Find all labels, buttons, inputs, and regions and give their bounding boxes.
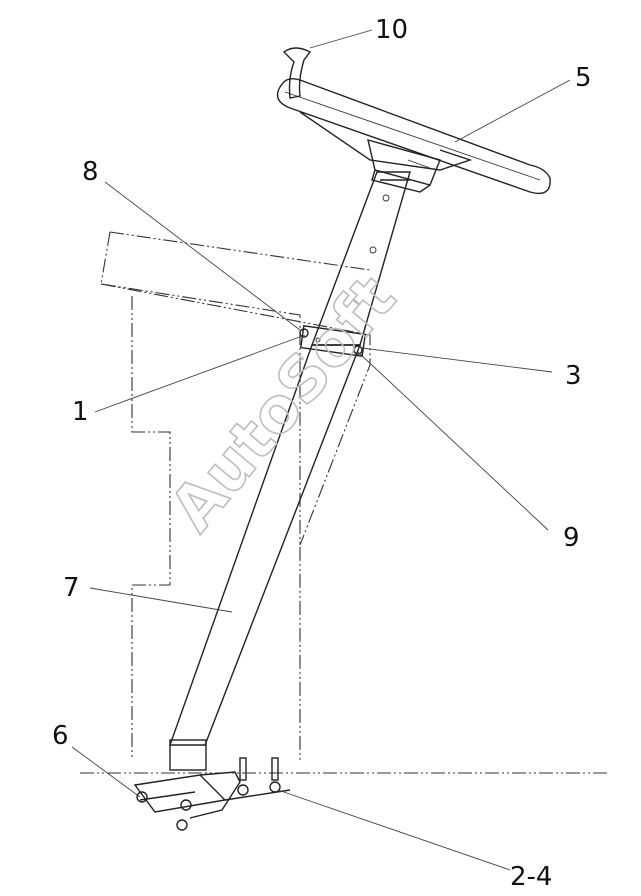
label-part-7: 7 <box>63 573 80 603</box>
steering-column <box>169 171 411 746</box>
label-part-2-4: 2-4 <box>510 862 552 892</box>
label-part-6: 6 <box>52 721 69 751</box>
label-part-3: 3 <box>565 361 582 391</box>
label-part-8: 8 <box>82 157 99 187</box>
horn-knob <box>282 47 312 99</box>
label-part-5: 5 <box>575 63 592 93</box>
steering-wheel <box>276 77 551 195</box>
label-part-10: 10 <box>375 15 408 45</box>
dashboard-outline <box>100 231 371 760</box>
base-bracket <box>133 739 291 831</box>
column-clamp <box>299 325 367 357</box>
label-part-1: 1 <box>72 397 89 427</box>
watermark: AutoSoft <box>156 262 410 545</box>
leader-lines <box>71 29 571 871</box>
label-part-9: 9 <box>563 523 580 553</box>
